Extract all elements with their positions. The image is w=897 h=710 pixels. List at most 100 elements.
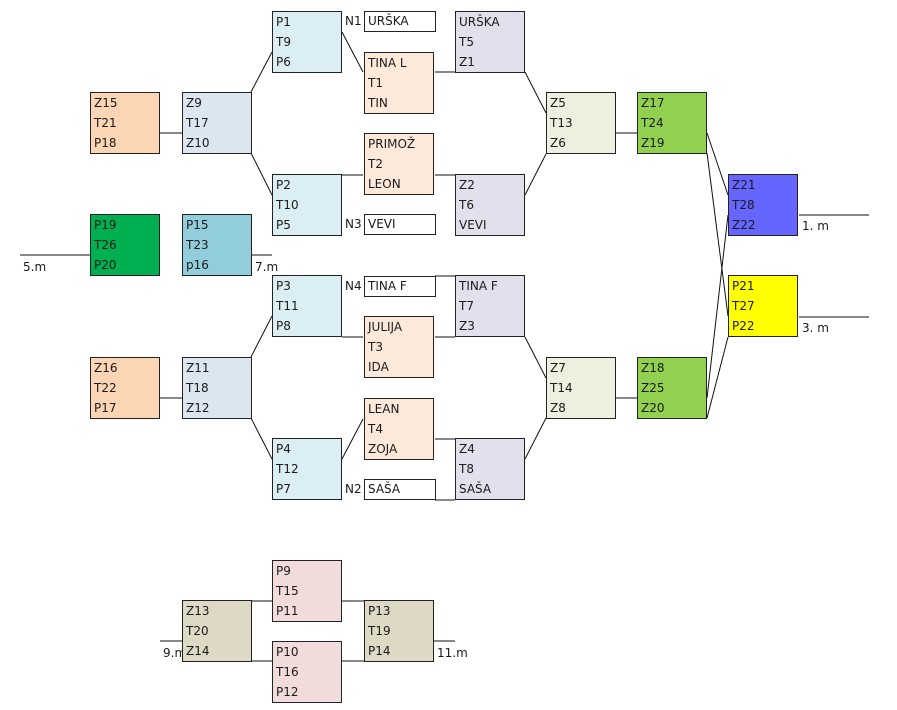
connector-line [250, 51, 273, 93]
bye-box-n1: URŠKA [364, 11, 436, 32]
match-box-row: T18 [186, 381, 209, 395]
match-box-row: P19 [94, 218, 117, 232]
match-box-row: Z15 [94, 96, 118, 110]
match-box-row: PRIMOŽ [368, 137, 416, 151]
match-box-row: Z7 [550, 361, 566, 375]
match-box-row: Z19 [641, 136, 665, 150]
bye-player-name: TINA F [368, 279, 407, 293]
match-box-row: P17 [94, 401, 117, 415]
match-box-row: T13 [550, 116, 573, 130]
match-box-row: T26 [94, 238, 117, 252]
match-box-row: T27 [732, 299, 755, 313]
match-box-row: P12 [276, 685, 299, 699]
match-box-row: Z20 [641, 401, 665, 415]
match-box-row: T4 [368, 422, 383, 436]
match-box-row: P3 [276, 279, 291, 293]
connector-line [341, 418, 364, 460]
match-box-row: P20 [94, 258, 117, 272]
match-box-row: P9 [276, 564, 291, 578]
match-box-row: T23 [186, 238, 209, 252]
bye-player-name: VEVI [368, 217, 396, 231]
match-box-row: T6 [459, 198, 474, 212]
match-box-row: T1 [368, 76, 383, 90]
match-box-row: P13 [368, 604, 391, 618]
match-box-row: Z17 [641, 96, 665, 110]
bye-tag-n2: N2 [345, 482, 362, 496]
bye-tag-n1: N1 [345, 14, 362, 28]
match-box-row: Z11 [186, 361, 210, 375]
match-box-row: URŠKA [459, 15, 500, 29]
match-box-row: T12 [276, 462, 299, 476]
match-box-row: Z16 [94, 361, 118, 375]
connector-line [250, 315, 273, 358]
match-box-row: JULIJA [368, 320, 403, 334]
match-box-row: T2 [368, 157, 383, 171]
placement-1st-label: 1. m [802, 219, 829, 233]
match-box-row: T16 [276, 665, 299, 679]
match-box-row: Z25 [641, 381, 665, 395]
match-box-row: P1 [276, 15, 291, 29]
match-box-row: T28 [732, 198, 755, 212]
connector-line [524, 153, 547, 196]
bye-tag-n3: N3 [345, 217, 362, 231]
match-box-row: T7 [459, 299, 474, 313]
match-box-row: Z1 [459, 55, 475, 69]
match-box-row: TINA F [459, 279, 498, 293]
match-box-row: P11 [276, 604, 299, 618]
connector-line [706, 214, 729, 399]
match-box-row: P14 [368, 644, 391, 658]
match-box-row: ZOJA [368, 442, 398, 456]
placement-9th-label: 9.m [163, 646, 182, 660]
match-box-row: P10 [276, 645, 299, 659]
match-box-row: Z4 [459, 442, 475, 456]
match-box-row: P15 [186, 218, 209, 232]
match-box-row: IDA [368, 360, 389, 374]
placement-7th-label: 7.m [255, 260, 279, 274]
match-box-row: Z8 [550, 401, 566, 415]
connector-line [706, 152, 729, 317]
match-box-row: P18 [94, 136, 117, 150]
match-box-row: LEON [368, 177, 401, 191]
match-box-row: Z6 [550, 136, 566, 150]
match-box-row: P7 [276, 482, 291, 496]
match-box-row: T21 [94, 116, 117, 130]
placement-11th-label: 11.m [437, 646, 468, 660]
match-box-row: P4 [276, 442, 291, 456]
connector-line [524, 336, 547, 379]
match-box-row: T8 [459, 462, 474, 476]
bye-tag-n4: N4 [345, 279, 362, 293]
match-box-row: T9 [276, 35, 291, 49]
match-box-row: T11 [276, 299, 299, 313]
connector-line [524, 417, 547, 460]
match-box-row: Z18 [641, 361, 665, 375]
connector-line [250, 152, 273, 196]
connector-line [250, 417, 273, 460]
match-box-row: T24 [641, 116, 664, 130]
match-box-row: Z12 [186, 401, 210, 415]
match-box-row: T17 [186, 116, 209, 130]
bye-box-n2: SAŠA [364, 479, 436, 500]
match-box-row: TIN [368, 96, 388, 110]
match-box-row: Z14 [186, 644, 210, 658]
bye-box-n3: VEVI [364, 214, 436, 235]
match-box-row: T19 [368, 624, 391, 638]
match-box-row: P21 [732, 279, 755, 293]
